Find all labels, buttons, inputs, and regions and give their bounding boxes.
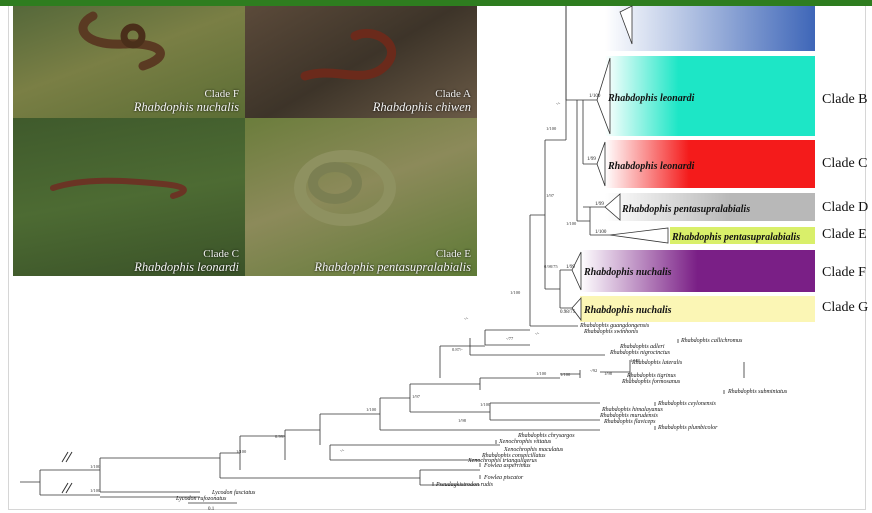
node-support: 1/98 <box>458 418 467 423</box>
node-support: -/- <box>464 316 469 321</box>
support-value: 1/99 <box>566 265 575 270</box>
node-support: -/- <box>556 101 561 106</box>
clade-a-bar <box>605 6 815 51</box>
node-support: 1/100 <box>236 449 247 454</box>
node-support: 0.98/75 <box>544 264 558 269</box>
node-support: 1/100 <box>366 407 377 412</box>
node-support: 1/100 <box>90 464 101 469</box>
support-value: 1/99 <box>587 157 596 162</box>
tip-label: Lycodon fasciatus <box>211 489 256 496</box>
clade-taxon-label: Rhabdophis pentasupralabialis <box>671 232 800 243</box>
support-value: 1/99 <box>595 202 604 207</box>
node-support: 1/100 <box>566 221 577 226</box>
node-support: 0.87/- <box>452 347 463 352</box>
clade-label-c: Clade C <box>822 156 868 172</box>
tip-label: Lycodon rufozonatus <box>175 495 227 502</box>
node-support: 1/97 <box>412 394 421 399</box>
tip-label: Rhabdophis callichromus <box>680 338 743 344</box>
tip-label: Rhabdophis subminiatus <box>727 389 788 395</box>
tip-label: Rhabdophis formosanus <box>621 378 681 385</box>
clade-taxon-label: Rhabdophis leonardi <box>607 161 695 172</box>
clade-taxon-label: Rhabdophis leonardi <box>607 93 695 104</box>
node-support: 1/100 <box>536 371 547 376</box>
node-support: 1/97 <box>546 193 555 198</box>
node-support: 1/100 <box>90 488 101 493</box>
node-support: 1/100 <box>510 290 521 295</box>
clade-label-g: Clade G <box>822 300 868 316</box>
clade-label-f: Clade F <box>822 265 866 281</box>
tip-label: Rhabdophis nigrocinctus <box>609 350 671 356</box>
tip-label: Pseudagkistrodon rudis <box>435 482 494 488</box>
tip-label: Fowlea asperrimus <box>483 463 531 469</box>
scale-bar: 0.1 <box>188 503 237 512</box>
tip-label: Rhabdophis swinhonis <box>583 329 639 335</box>
node-support: 1/100 <box>546 126 557 131</box>
clade-label-e: Clade E <box>822 227 867 243</box>
node-support: 1/100 <box>480 402 491 407</box>
tip-label: Fowlea piscator <box>483 475 524 481</box>
tip-label: Rhabdophis ceylonensis <box>657 401 716 407</box>
clade-taxon-label: Rhabdophis pentasupralabialis <box>621 204 750 215</box>
node-support: 1/98 <box>604 371 613 376</box>
clade-taxon-label: Rhabdophis nuchalis <box>583 267 672 278</box>
tip-label: Rhabdophis lateralis <box>631 360 683 366</box>
node-support: 1/100 <box>560 372 571 377</box>
node-support: 0.99/- <box>275 434 286 439</box>
tip-labels: Rhabdophis guangdongensis Rhabdophis swi… <box>175 323 788 502</box>
clade-label-b: Clade B <box>822 92 868 108</box>
clade-taxon-label: Rhabdophis nuchalis <box>583 305 672 316</box>
scale-label: 0.1 <box>208 507 215 512</box>
clade-label-d: Clade D <box>822 200 868 216</box>
tip-label: Rhabdophis flaviceps <box>603 418 656 425</box>
node-support: -/- <box>535 331 540 336</box>
support-value: 1/100 <box>589 94 601 99</box>
tip-label: Xenochrophis vittatus <box>498 439 552 445</box>
node-support: -/77 <box>506 336 514 341</box>
support-value: 1/100 <box>595 230 607 235</box>
tip-label: Rhabdophis plumbicolor <box>657 425 718 431</box>
node-support: -/- <box>340 448 345 453</box>
support-value: 0.98/75 <box>560 310 576 315</box>
node-support: -/92 <box>590 368 597 373</box>
